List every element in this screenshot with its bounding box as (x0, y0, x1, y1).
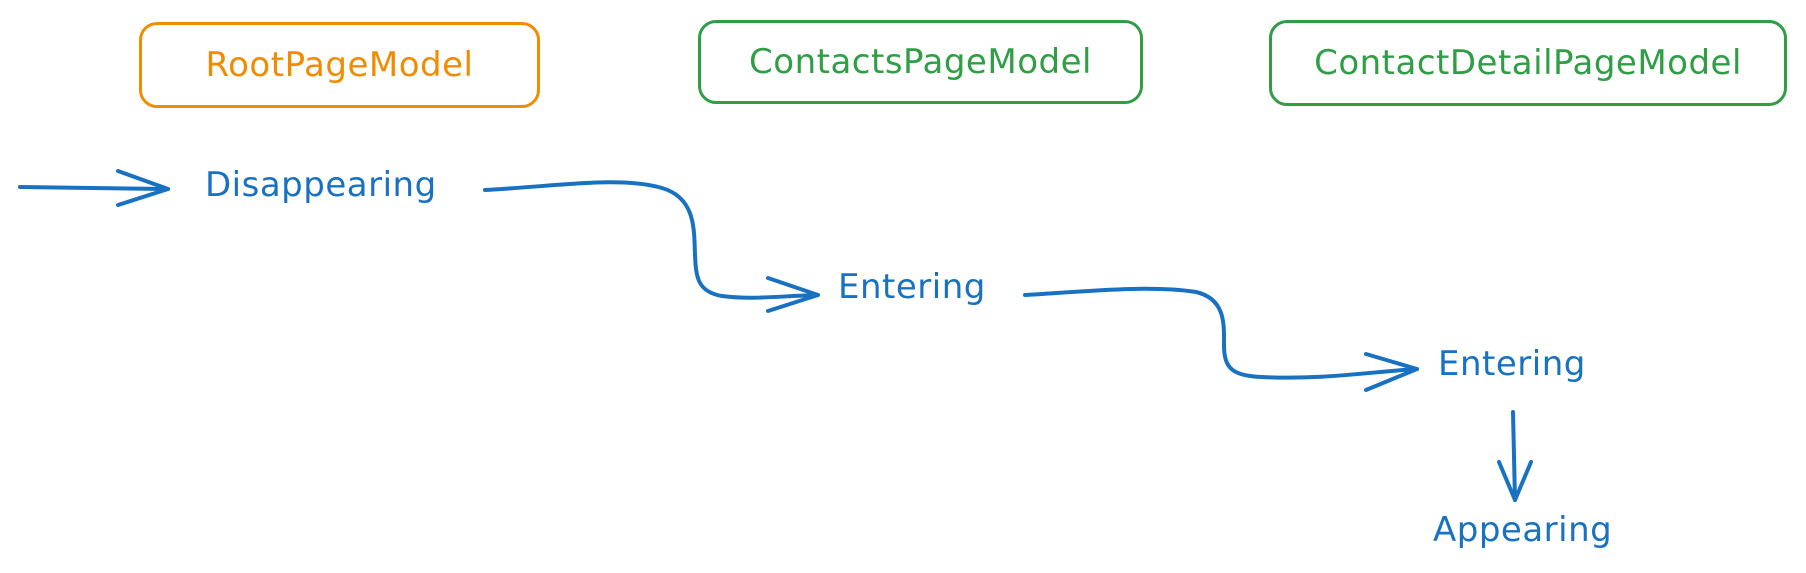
contacts-page-model-box: ContactsPageModel (698, 20, 1143, 104)
disappearing-to-entering-arrow (483, 180, 820, 300)
entering-to-detail-entering-arrow-head (1364, 352, 1419, 392)
root-page-model-box: RootPageModel (139, 22, 540, 108)
contacts-page-model-label: ContactsPageModel (749, 42, 1092, 82)
incoming-arrow (18, 185, 170, 191)
root-page-model-label: RootPageModel (205, 45, 474, 85)
incoming-arrow-head (116, 169, 170, 207)
state-disappearing: Disappearing (205, 165, 437, 205)
contact-detail-page-model-label: ContactDetailPageModel (1314, 43, 1742, 83)
disappearing-to-entering-arrow-head (766, 276, 820, 313)
state-detail-appearing: Appearing (1433, 510, 1613, 550)
entering-to-appearing-arrow (1511, 410, 1517, 502)
entering-to-detail-entering-arrow (1023, 286, 1419, 380)
state-contacts-entering: Entering (838, 267, 986, 307)
contact-detail-page-model-box: ContactDetailPageModel (1269, 20, 1787, 106)
state-detail-entering: Entering (1438, 344, 1586, 384)
entering-to-appearing-arrow-head (1497, 460, 1533, 502)
